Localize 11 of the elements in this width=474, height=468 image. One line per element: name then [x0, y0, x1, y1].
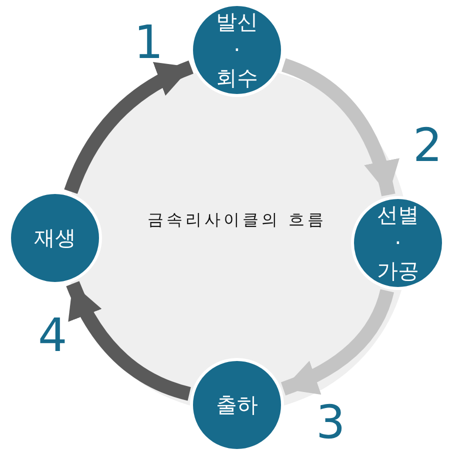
- cycle-title: 금속리사이클의 흐름: [147, 209, 327, 231]
- arrow: [66, 280, 192, 401]
- step-circle: 발신 · 회수: [190, 3, 284, 97]
- step-number: 3: [316, 399, 346, 445]
- arrow: [280, 288, 394, 396]
- step-number: 1: [134, 19, 164, 65]
- arrow: [64, 60, 194, 194]
- step-number: 2: [413, 122, 442, 168]
- step-number: 4: [38, 312, 68, 358]
- step-circle: 재생: [8, 191, 102, 285]
- arrow: [281, 58, 398, 196]
